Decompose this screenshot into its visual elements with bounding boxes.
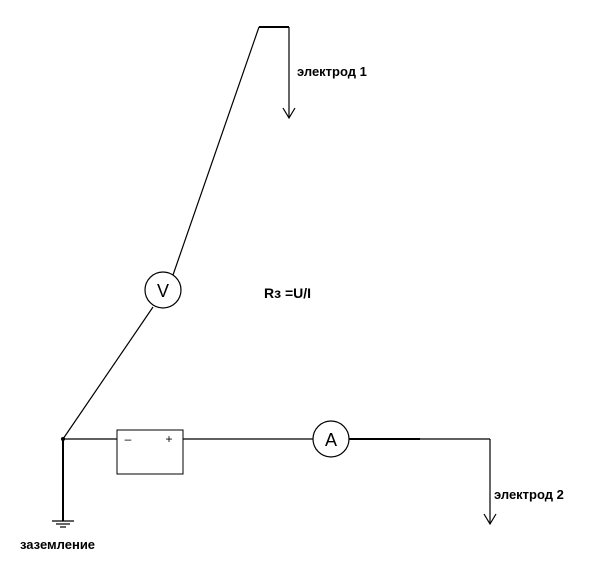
- ground-label: заземление: [20, 537, 95, 552]
- wire-voltmeter-to-electrode-1: [172, 26, 260, 276]
- voltmeter-label: V: [157, 281, 169, 301]
- ammeter-label: A: [325, 430, 337, 450]
- ammeter: A: [312, 420, 350, 458]
- electrode-1-label: электрод 1: [297, 64, 367, 79]
- electrode-2: [483, 439, 497, 526]
- voltmeter: V: [144, 271, 182, 309]
- ground-icon: [52, 520, 74, 528]
- battery-plus: +: [165, 432, 172, 446]
- formula-label: Rз =U/I: [264, 285, 311, 301]
- battery-minus: –: [125, 432, 132, 446]
- battery: – +: [116, 429, 184, 475]
- wire-ground-to-voltmeter: [62, 306, 154, 440]
- electrode-2-label: электрод 2: [494, 487, 564, 502]
- electrode-1: [259, 26, 296, 120]
